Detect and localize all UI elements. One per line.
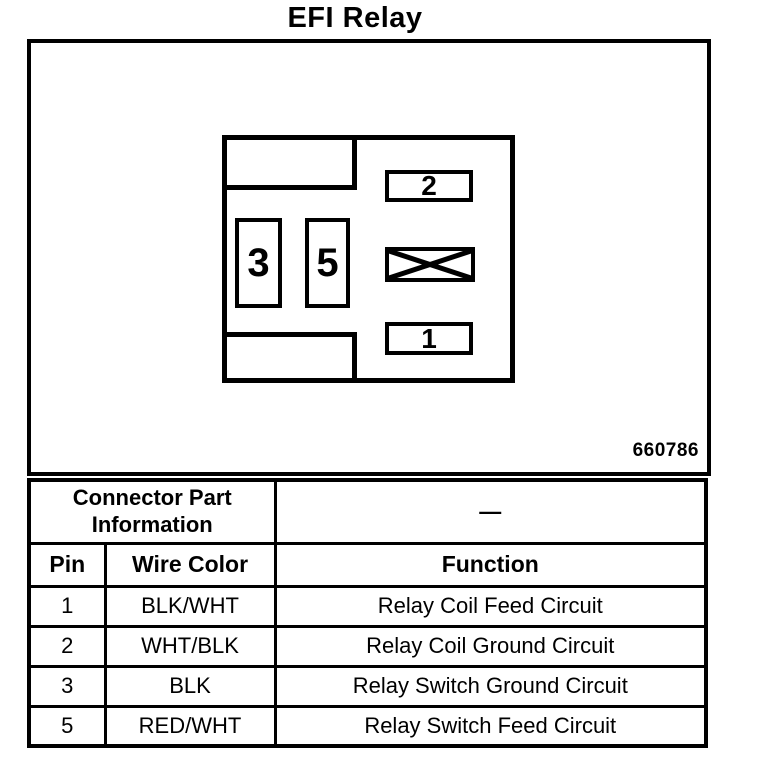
- table-row: 5 RED/WHT Relay Switch Feed Circuit: [27, 704, 708, 748]
- connector-body-outline: 3 5 2 1: [222, 135, 515, 383]
- pin-cavity-2: 2: [385, 170, 473, 202]
- connector-part-info-value: —: [273, 478, 708, 545]
- function-cell: Relay Coil Ground Circuit: [273, 624, 708, 668]
- page-title: EFI Relay: [287, 2, 423, 34]
- connector-tab-top-left: [227, 140, 357, 190]
- col-header-function: Function: [273, 541, 708, 588]
- wire-color-cell: BLK: [103, 664, 277, 708]
- pin-cell: 1: [27, 584, 107, 628]
- pin-cavity-3: 3: [235, 218, 282, 308]
- pin-2-label: 2: [421, 170, 437, 201]
- col-header-wire-color: Wire Color: [103, 541, 277, 588]
- pin-5-label: 5: [316, 240, 339, 285]
- pin-cell: 3: [27, 664, 107, 708]
- connector-diagram-panel: 3 5 2 1 660786: [27, 39, 711, 476]
- col-header-pin: Pin: [27, 541, 107, 588]
- connector-pinout-table: Connector Part Information — Pin Wire Co…: [27, 478, 708, 748]
- pin-cell: 5: [27, 704, 107, 748]
- pin-3-label: 3: [247, 240, 270, 285]
- function-cell: Relay Coil Feed Circuit: [273, 584, 708, 628]
- table-row: 2 WHT/BLK Relay Coil Ground Circuit: [27, 624, 708, 668]
- function-cell: Relay Switch Feed Circuit: [273, 704, 708, 748]
- pin-cell: 2: [27, 624, 107, 668]
- connector-part-info-label: Connector Part Information: [27, 478, 277, 545]
- wire-color-cell: RED/WHT: [103, 704, 277, 748]
- connector-part-info-row: Connector Part Information —: [27, 478, 708, 545]
- table-row: 1 BLK/WHT Relay Coil Feed Circuit: [27, 584, 708, 628]
- function-cell: Relay Switch Ground Circuit: [273, 664, 708, 708]
- table-row: 3 BLK Relay Switch Ground Circuit: [27, 664, 708, 708]
- blocked-cavity: [385, 247, 475, 282]
- pin-cavity-1: 1: [385, 322, 473, 355]
- connector-tab-bottom-left: [227, 332, 357, 378]
- pin-cavity-5: 5: [305, 218, 350, 308]
- wire-color-cell: WHT/BLK: [103, 624, 277, 668]
- pin-1-label: 1: [421, 322, 437, 354]
- wire-color-cell: BLK/WHT: [103, 584, 277, 628]
- figure-number: 660786: [632, 440, 699, 461]
- x-cross-icon: [389, 251, 471, 278]
- table-header-row: Pin Wire Color Function: [27, 541, 708, 588]
